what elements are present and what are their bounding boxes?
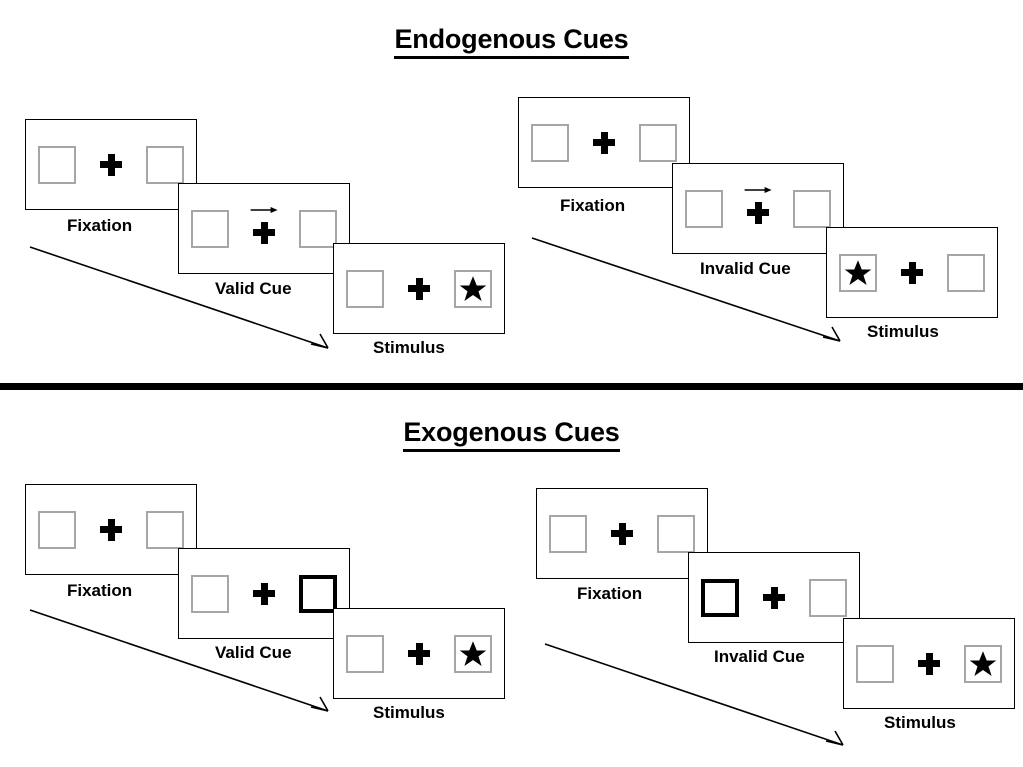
frame-endogenous-valid-stimulus[interactable] xyxy=(333,243,505,334)
plus-icon xyxy=(918,652,940,675)
right-square-with-target xyxy=(454,634,492,673)
fixation-cross-with-cue xyxy=(741,186,775,231)
left-square xyxy=(685,189,723,228)
frame-endogenous-invalid-fixation[interactable] xyxy=(518,97,690,188)
right-square xyxy=(299,209,337,248)
frame-label-exogenous-invalid-fixation: Fixation xyxy=(577,584,643,603)
plus-icon xyxy=(763,586,785,609)
section-title-endogenous-text: Endogenous Cues xyxy=(394,24,629,59)
right-square xyxy=(146,145,184,184)
frame-exogenous-valid-fixation[interactable] xyxy=(25,484,197,575)
right-square xyxy=(146,510,184,549)
left-square xyxy=(531,123,569,162)
frame-endogenous-invalid-stimulus[interactable] xyxy=(826,227,998,318)
fixation-cross xyxy=(605,512,639,556)
frame-exogenous-invalid-fixation[interactable] xyxy=(536,488,708,579)
plus-icon xyxy=(100,518,122,541)
fixation-cross xyxy=(247,572,281,616)
left-square xyxy=(38,510,76,549)
right-square xyxy=(657,514,695,553)
frame-label-endogenous-valid-fixation: Fixation xyxy=(67,216,133,235)
left-square xyxy=(346,269,384,308)
frame-label-exogenous-invalid-cue: Invalid Cue xyxy=(714,647,805,666)
left-square xyxy=(191,574,229,613)
right-square-cued xyxy=(299,574,337,613)
left-square xyxy=(38,145,76,184)
frame-label-endogenous-valid-cue: Valid Cue xyxy=(215,279,292,298)
section-title-endogenous: Endogenous Cues xyxy=(0,24,1023,59)
section-title-exogenous-text: Exogenous Cues xyxy=(403,417,620,452)
left-square xyxy=(856,644,894,683)
fixation-cross-with-cue xyxy=(247,206,281,251)
left-square-cued xyxy=(701,578,739,617)
plus-icon xyxy=(408,642,430,665)
fixation-cross xyxy=(402,267,436,311)
arrow-right-icon xyxy=(744,186,772,193)
endogenous-invalid-time-arrow xyxy=(531,237,841,342)
plus-icon xyxy=(408,277,430,300)
frame-label-exogenous-valid-fixation: Fixation xyxy=(67,581,133,600)
left-square xyxy=(191,209,229,248)
section-endogenous: Endogenous Cues Fixation xyxy=(0,24,1023,357)
fixation-cross xyxy=(895,251,929,295)
plus-icon xyxy=(253,582,275,605)
left-square xyxy=(346,634,384,673)
fixation-cross xyxy=(94,143,128,187)
plus-icon xyxy=(253,221,275,244)
right-square xyxy=(809,578,847,617)
fixation-cross xyxy=(757,576,791,620)
plus-icon xyxy=(611,522,633,545)
right-square-with-target xyxy=(964,644,1002,683)
right-square xyxy=(639,123,677,162)
right-square xyxy=(793,189,831,228)
frame-label-exogenous-invalid-stimulus: Stimulus xyxy=(884,713,956,732)
frame-exogenous-valid-cue[interactable] xyxy=(178,548,350,639)
frame-label-exogenous-valid-cue: Valid Cue xyxy=(215,643,292,662)
star-icon xyxy=(969,650,997,676)
section-exogenous: Exogenous Cues Fixation Valid Cue xyxy=(0,392,1023,767)
plus-icon xyxy=(593,131,615,154)
frame-endogenous-valid-cue[interactable] xyxy=(178,183,350,274)
frame-label-endogenous-valid-stimulus: Stimulus xyxy=(373,338,445,357)
plus-icon xyxy=(901,261,923,284)
frame-label-endogenous-invalid-fixation: Fixation xyxy=(560,196,626,215)
frame-endogenous-invalid-cue[interactable] xyxy=(672,163,844,254)
frame-exogenous-invalid-cue[interactable] xyxy=(688,552,860,643)
star-icon xyxy=(459,640,487,666)
section-divider xyxy=(0,383,1023,390)
plus-icon xyxy=(747,201,769,224)
left-square-with-target xyxy=(839,253,877,292)
fixation-cross xyxy=(587,121,621,165)
frame-exogenous-valid-stimulus[interactable] xyxy=(333,608,505,699)
arrow-right-icon xyxy=(250,206,278,213)
frame-endogenous-valid-fixation[interactable] xyxy=(25,119,197,210)
frame-label-endogenous-invalid-cue: Invalid Cue xyxy=(700,259,791,278)
section-title-exogenous: Exogenous Cues xyxy=(0,417,1023,452)
endogenous-valid-time-arrow xyxy=(29,246,329,349)
frame-label-endogenous-invalid-stimulus: Stimulus xyxy=(867,322,939,341)
star-icon xyxy=(844,259,872,285)
fixation-cross xyxy=(94,508,128,552)
exogenous-valid-time-arrow xyxy=(29,609,329,712)
exogenous-invalid-time-arrow xyxy=(544,643,844,746)
plus-icon xyxy=(100,153,122,176)
left-square xyxy=(549,514,587,553)
right-square-with-target xyxy=(454,269,492,308)
fixation-cross xyxy=(912,642,946,686)
fixation-cross xyxy=(402,632,436,676)
star-icon xyxy=(459,275,487,301)
right-square xyxy=(947,253,985,292)
frame-exogenous-invalid-stimulus[interactable] xyxy=(843,618,1015,709)
frame-label-exogenous-valid-stimulus: Stimulus xyxy=(373,703,445,722)
